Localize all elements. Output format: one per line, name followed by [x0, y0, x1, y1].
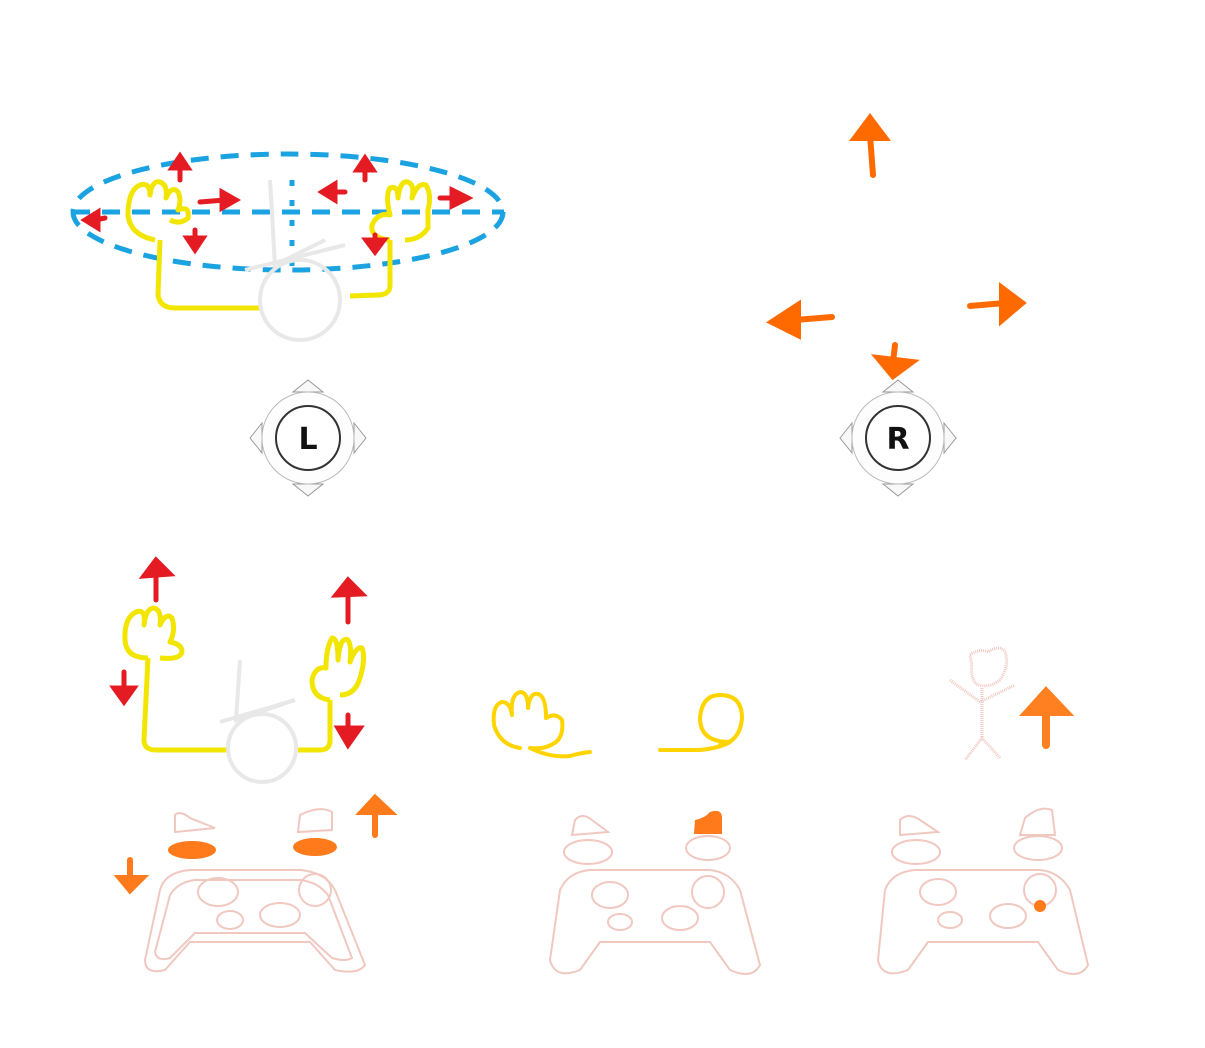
gamepad-icon — [876, 807, 1090, 975]
arrow-down-icon — [113, 857, 150, 895]
hands-up-down-illustration — [100, 550, 400, 790]
controller-r2-illustration — [530, 790, 780, 990]
orbit-ellipse-icon — [70, 151, 506, 273]
right-stick-label: R — [886, 422, 909, 457]
grab-hand-icon — [491, 690, 592, 759]
orange-direction-arrows-icon — [765, 113, 1027, 381]
direction-arrows-icon — [80, 151, 474, 257]
grab-orb-illustration — [480, 650, 820, 780]
controller-triggers-illustration — [100, 790, 400, 990]
controller-face-button-illustration — [860, 790, 1100, 990]
face-button-highlight-icon — [1034, 900, 1046, 912]
hand-orbit-illustration — [60, 140, 520, 350]
arrow-up-icon — [355, 793, 398, 838]
right-stick-directions — [760, 100, 1040, 400]
right-stick: R — [838, 378, 958, 498]
left-stick-label: L — [298, 422, 317, 457]
body-outline-icon — [122, 605, 367, 753]
right-analog-stick-icon — [839, 379, 957, 497]
stick-figure-icon — [949, 646, 1016, 761]
left-analog-stick-icon — [249, 379, 367, 497]
gamepad-icon — [548, 815, 762, 975]
jump-arrow-icon — [1019, 686, 1075, 749]
orb-icon — [658, 693, 744, 752]
character-jump-illustration — [920, 640, 1080, 780]
left-stick: L — [248, 378, 368, 498]
character-head-icon — [244, 179, 346, 342]
r2-trigger-highlight-icon — [694, 810, 722, 834]
gamepad-icon — [143, 808, 367, 973]
bumper-highlight-icon — [168, 838, 337, 859]
character-head-icon — [219, 659, 298, 784]
body-outline-icon — [125, 179, 433, 311]
up-down-arrows-icon — [109, 556, 368, 750]
